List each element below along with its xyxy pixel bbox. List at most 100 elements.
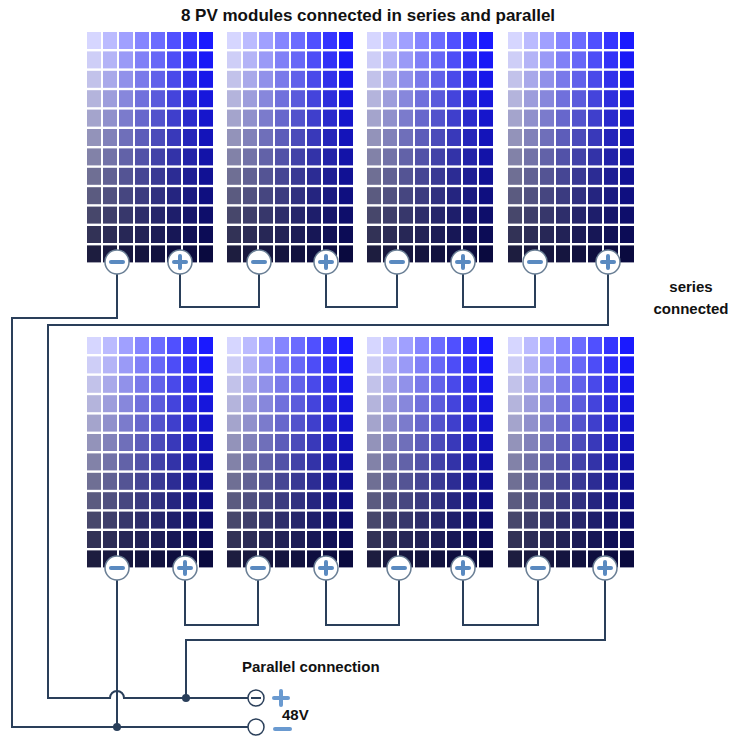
solar-cell — [307, 187, 321, 204]
solar-cell — [620, 395, 634, 412]
terminal-ring — [596, 250, 620, 274]
solar-cell — [479, 550, 493, 567]
solar-cell — [323, 512, 337, 529]
solar-cell — [508, 434, 522, 451]
solar-cell — [479, 71, 493, 88]
solar-cell — [167, 187, 181, 204]
solar-cell — [524, 168, 538, 185]
solar-cell — [447, 187, 461, 204]
solar-cell — [524, 32, 538, 49]
solar-cell — [431, 226, 445, 243]
solar-cell — [259, 453, 273, 470]
solar-cell — [588, 337, 602, 354]
solar-cell — [367, 453, 381, 470]
solar-cell — [447, 512, 461, 529]
solar-cell — [339, 492, 353, 509]
module-terminal — [451, 556, 475, 580]
solar-cell — [227, 32, 241, 49]
solar-cell — [135, 415, 149, 432]
solar-cell — [323, 492, 337, 509]
solar-cell — [151, 110, 165, 127]
solar-cell — [604, 415, 618, 432]
solar-cell — [339, 415, 353, 432]
series-wire — [326, 274, 397, 307]
solar-cell — [588, 32, 602, 49]
solar-cell — [399, 512, 413, 529]
solar-cell — [524, 129, 538, 146]
solar-cell — [151, 453, 165, 470]
solar-cell — [383, 71, 397, 88]
solar-cell — [524, 473, 538, 490]
solar-cell — [588, 168, 602, 185]
solar-cell — [275, 110, 289, 127]
solar-cell — [447, 473, 461, 490]
solar-cell — [463, 512, 477, 529]
solar-cell — [367, 356, 381, 373]
solar-cell — [431, 148, 445, 165]
solar-cell — [399, 453, 413, 470]
solar-cell — [556, 168, 570, 185]
solar-cell — [415, 512, 429, 529]
solar-cell — [291, 110, 305, 127]
solar-cell — [119, 51, 133, 68]
solar-cell — [540, 90, 554, 107]
solar-cell — [103, 110, 117, 127]
solar-cell — [291, 168, 305, 185]
solar-cell — [447, 207, 461, 224]
solar-cell — [291, 434, 305, 451]
solar-cell — [291, 187, 305, 204]
solar-cell — [339, 226, 353, 243]
solar-cell — [135, 148, 149, 165]
solar-cell — [103, 71, 117, 88]
solar-cell — [556, 148, 570, 165]
solar-cell — [119, 356, 133, 373]
solar-cell — [199, 226, 213, 243]
solar-cell — [103, 356, 117, 373]
module-terminal — [314, 556, 338, 580]
solar-cell — [431, 531, 445, 548]
solar-cell — [508, 415, 522, 432]
solar-cell — [556, 512, 570, 529]
solar-cell — [572, 434, 586, 451]
solar-cell — [227, 434, 241, 451]
solar-cell — [620, 168, 634, 185]
solar-cell — [367, 110, 381, 127]
solar-cell — [151, 473, 165, 490]
solar-cell — [339, 395, 353, 412]
solar-cell — [103, 395, 117, 412]
solar-cell — [479, 90, 493, 107]
module-terminal — [105, 556, 129, 580]
solar-cell — [431, 245, 445, 262]
solar-cell — [183, 90, 197, 107]
solar-cell — [259, 51, 273, 68]
solar-cell — [447, 453, 461, 470]
solar-cell — [620, 376, 634, 393]
solar-cell — [259, 337, 273, 354]
solar-cell — [508, 492, 522, 509]
solar-cell — [243, 71, 257, 88]
solar-cell — [307, 148, 321, 165]
solar-cell — [463, 90, 477, 107]
solar-cell — [415, 453, 429, 470]
solar-cell — [431, 71, 445, 88]
solar-cell — [243, 492, 257, 509]
solar-cell — [275, 473, 289, 490]
solar-cell — [415, 531, 429, 548]
polarity-bar — [324, 562, 328, 574]
solar-cell — [199, 531, 213, 548]
solar-cell — [572, 245, 586, 262]
solar-cell — [415, 550, 429, 567]
solar-cell — [135, 168, 149, 185]
solar-cell — [367, 337, 381, 354]
terminal-ring — [451, 250, 475, 274]
solar-cell — [119, 187, 133, 204]
solar-cell — [307, 51, 321, 68]
solar-cell — [339, 453, 353, 470]
negative-wire — [116, 580, 118, 727]
module-terminal — [314, 250, 338, 274]
solar-cell — [620, 110, 634, 127]
solar-cell — [199, 453, 213, 470]
solar-cell — [151, 415, 165, 432]
solar-cell — [339, 129, 353, 146]
solar-cell — [119, 531, 133, 548]
